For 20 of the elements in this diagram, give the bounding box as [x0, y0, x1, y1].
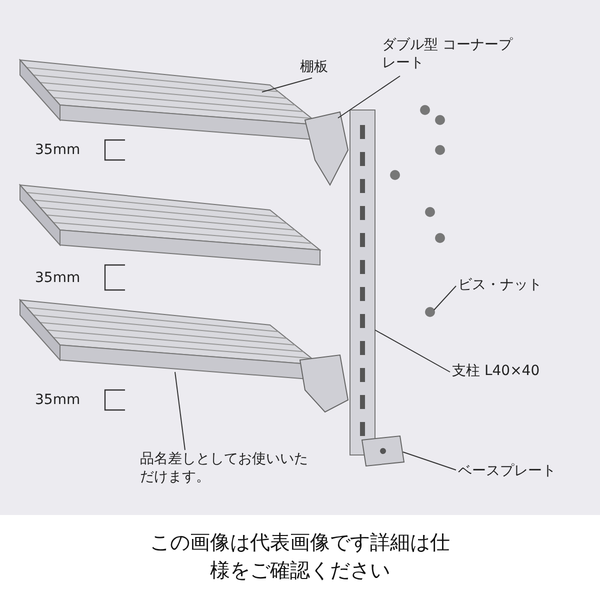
part-label: ビス・ナット: [458, 276, 542, 294]
leader-line: [338, 76, 400, 118]
leader-line: [374, 330, 450, 372]
leader-line: [174, 372, 186, 450]
leader-line: [262, 78, 312, 92]
dimension-label: 35mm: [35, 268, 80, 286]
leader-line: [434, 286, 456, 310]
post-drawing: [350, 110, 376, 456]
screw: [425, 307, 435, 317]
part-label: ダブル型 コーナープレート: [382, 36, 522, 72]
dimension-label: 35mm: [35, 391, 80, 409]
base-plate-drawing: [361, 435, 405, 467]
part-label: ベースプレート: [458, 462, 556, 480]
part-label: 棚板: [300, 58, 328, 76]
leader-line: [402, 452, 456, 470]
part-label: 品名差しとしてお使いいただけます。: [140, 450, 310, 486]
dimension-label: 35mm: [35, 141, 80, 159]
part-label: 支柱 L40×40: [452, 362, 540, 380]
corner-plate: [304, 111, 349, 186]
caption: この画像は代表画像です詳細は仕様をご確認ください: [150, 529, 450, 584]
